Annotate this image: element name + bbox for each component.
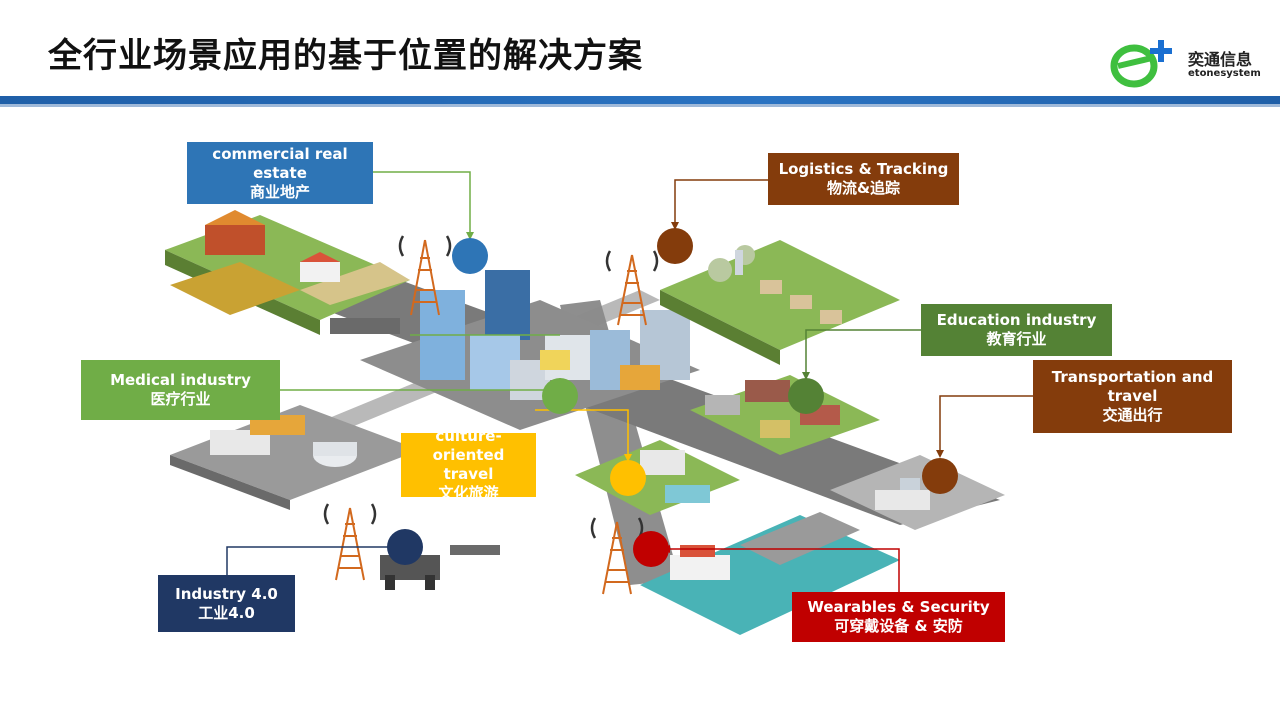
logo-english-name: etonesystem xyxy=(1188,68,1261,79)
label-logistics-tracking: Logistics & Tracking 物流&追踪 xyxy=(768,153,959,205)
cell-tower-icon xyxy=(323,235,659,595)
label-wearables-cn: 可穿戴设备 & 安防 xyxy=(834,617,963,635)
page-title: 全行业场景应用的基于位置的解决方案 xyxy=(48,36,643,76)
farm-block xyxy=(165,210,410,335)
label-transportation-cn: 交通出行 xyxy=(1102,406,1163,424)
label-wearables-en: Wearables & Security xyxy=(807,598,990,616)
label-culture-cn: 文化旅游 xyxy=(438,484,499,502)
label-culture-travel: culture-oriented travel 文化旅游 xyxy=(401,427,536,502)
location-marker-icon xyxy=(387,228,958,567)
label-medical-cn: 医疗行业 xyxy=(150,390,211,408)
label-industry-4-0: Industry 4.0 工业4.0 xyxy=(158,575,295,632)
label-commercial-cn: 商业地产 xyxy=(249,182,310,201)
header-divider xyxy=(0,96,1280,104)
medical-block xyxy=(170,405,420,510)
school-block xyxy=(690,375,880,455)
culture-block xyxy=(575,440,740,515)
logo-chinese-name: 奕通信息 xyxy=(1188,50,1253,69)
label-logistics-cn: 物流&追踪 xyxy=(826,179,901,197)
label-medical-industry: Medical industry 医疗行业 xyxy=(81,360,280,420)
logistics-block xyxy=(660,240,900,365)
airport-block xyxy=(830,455,1005,530)
label-education-cn: 教育行业 xyxy=(986,330,1047,348)
label-transportation-en: Transportation and travel xyxy=(1051,368,1214,405)
label-culture-en: culture-oriented travel xyxy=(432,427,505,483)
harbor-block xyxy=(640,512,900,635)
label-medical-en: Medical industry xyxy=(110,371,251,389)
label-commercial-real-estate: commercial real estate 商业地产 xyxy=(187,142,373,204)
e-plus-logo-icon xyxy=(1110,40,1172,88)
label-transportation-travel: Transportation and travel 交通出行 xyxy=(1033,360,1232,433)
label-industry-cn: 工业4.0 xyxy=(198,603,255,622)
label-commercial-en: commercial real estate xyxy=(212,144,348,182)
company-logo: 奕通信息 etonesystem xyxy=(1108,36,1268,90)
label-education-industry: Education industry 教育行业 xyxy=(921,304,1112,356)
label-industry-en: Industry 4.0 xyxy=(175,584,278,603)
label-logistics-en: Logistics & Tracking xyxy=(778,160,949,178)
header-divider-shadow xyxy=(0,104,1280,107)
label-education-en: Education industry xyxy=(936,311,1097,329)
label-wearables-security: Wearables & Security 可穿戴设备 & 安防 xyxy=(792,592,1005,642)
